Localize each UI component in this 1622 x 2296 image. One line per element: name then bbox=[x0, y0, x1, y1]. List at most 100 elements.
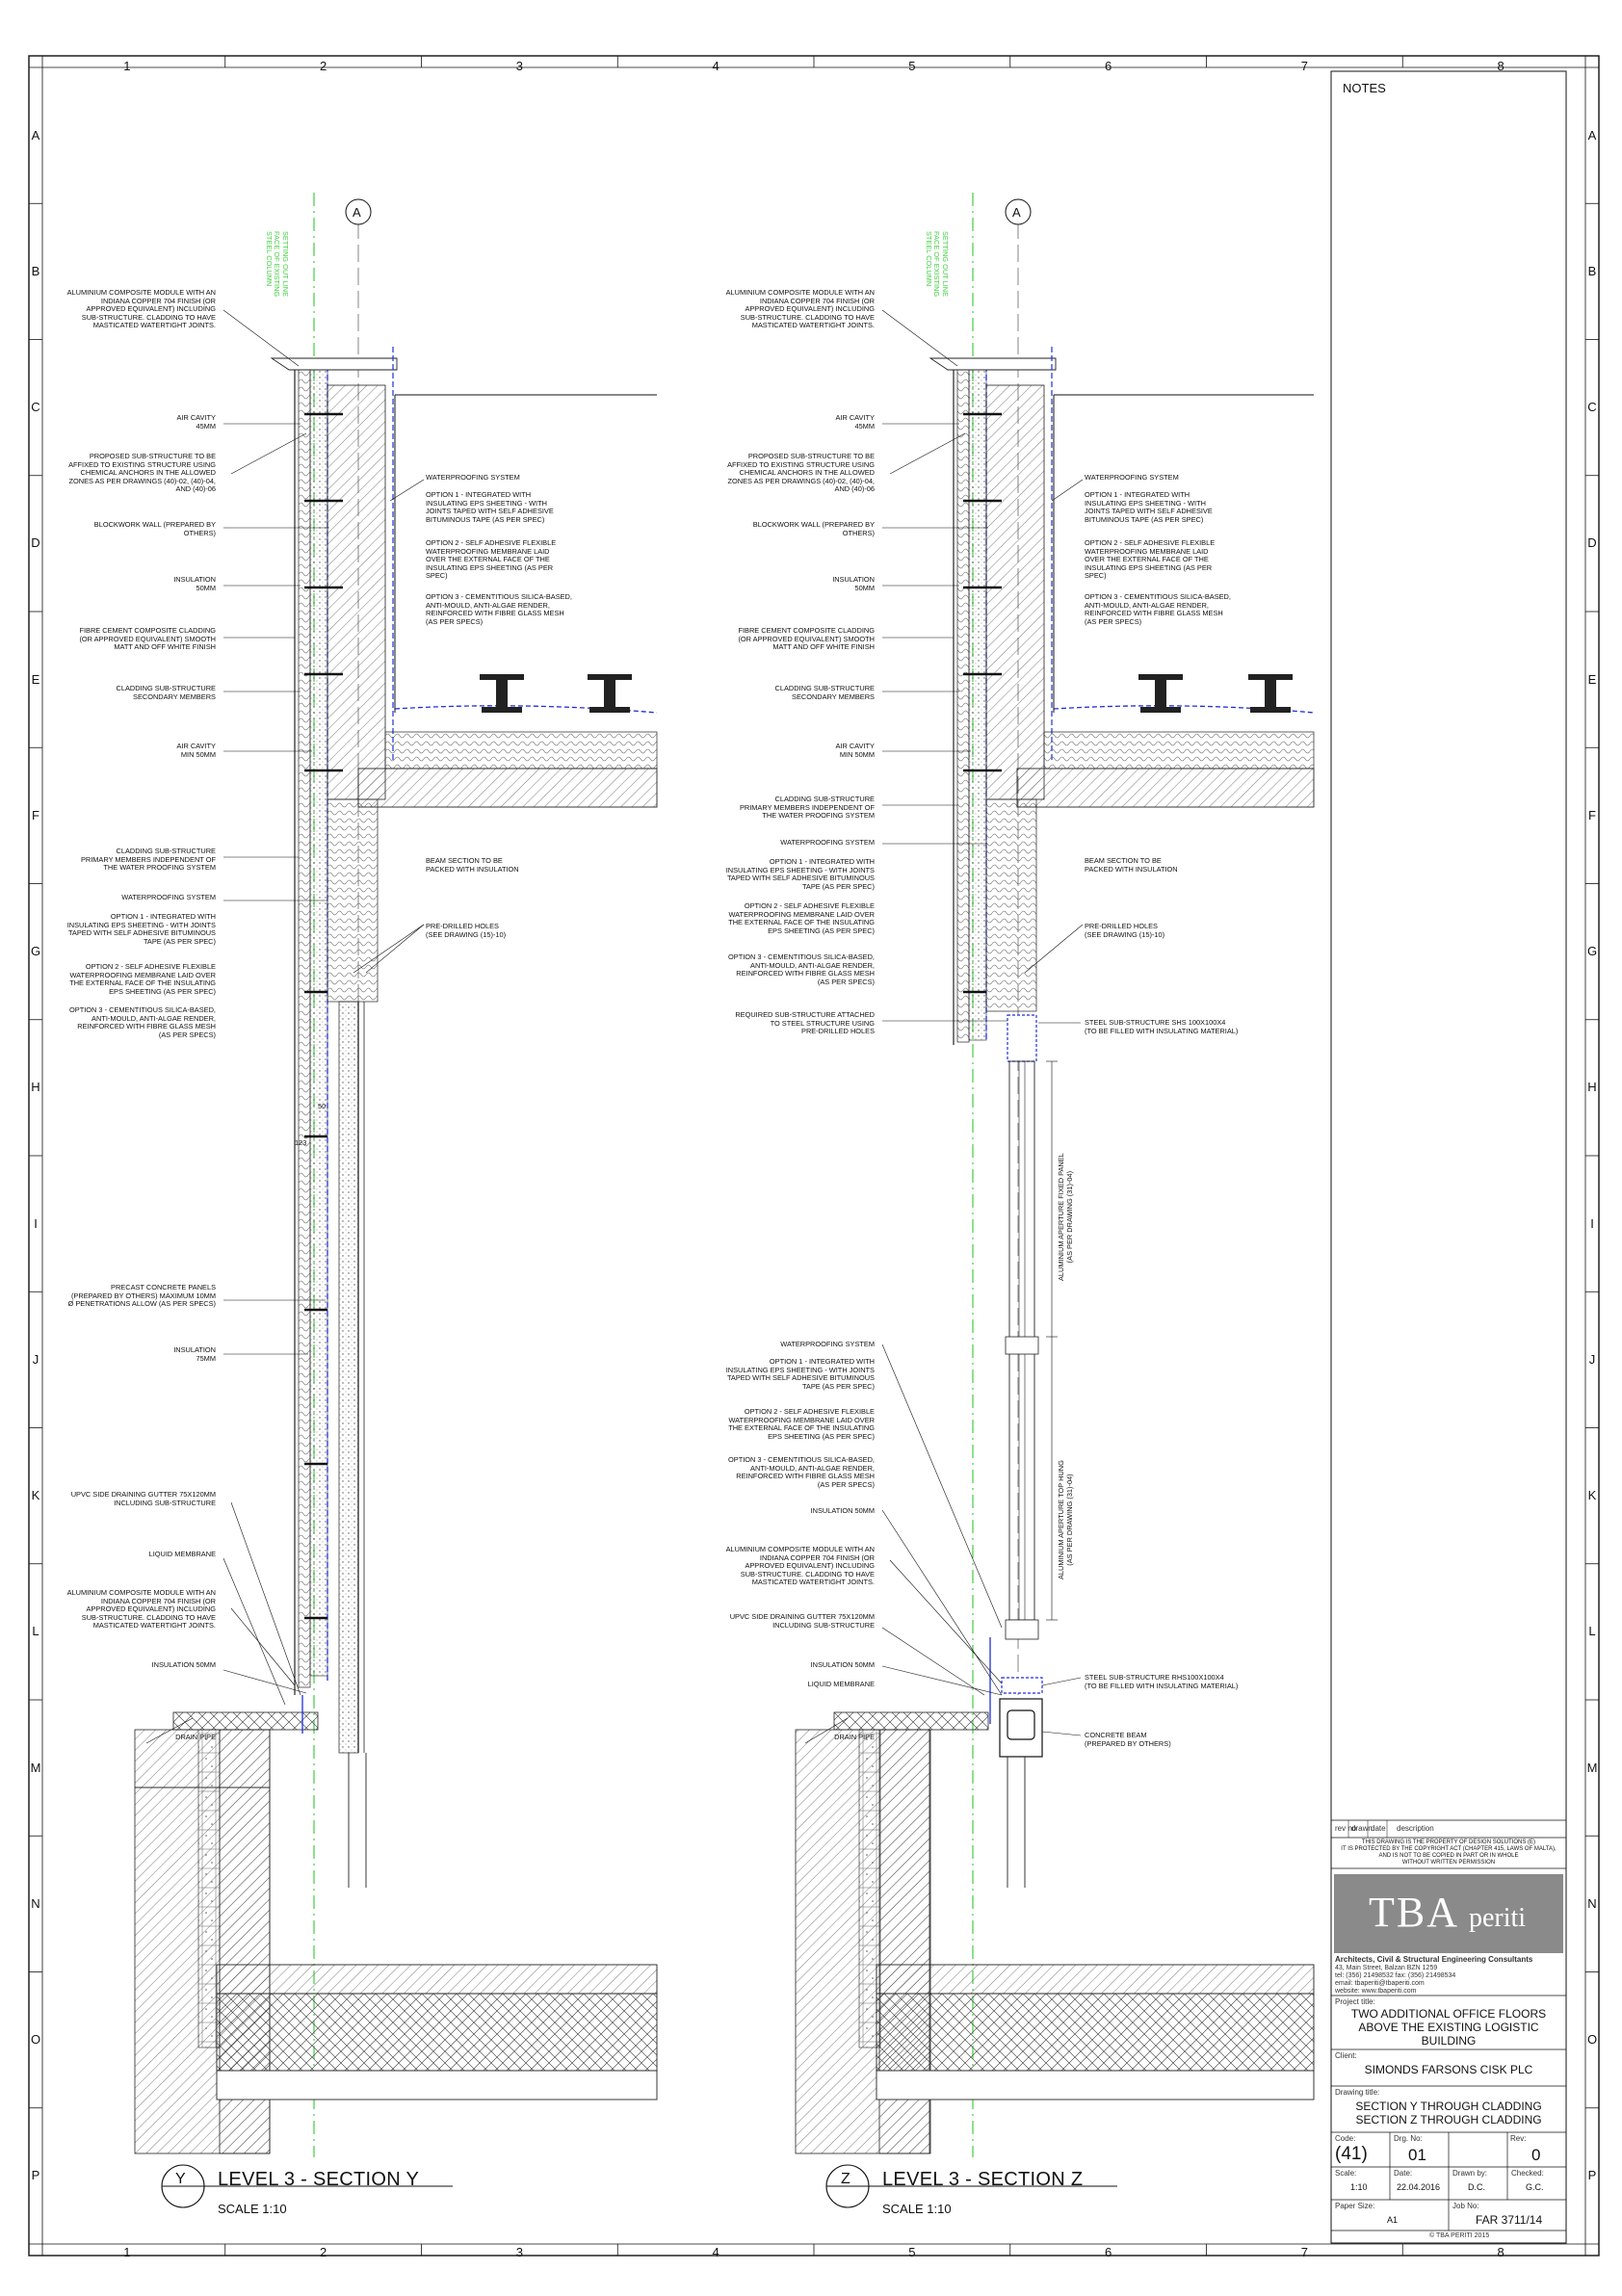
section-z-left-label-8: CLADDING SUB-STRUCTURE PRIMARY MEMBERS I… bbox=[739, 795, 875, 821]
section-y-drawing bbox=[134, 193, 658, 2157]
section-y-left-label-8: CLADDING SUB-STRUCTURE PRIMARY MEMBERS I… bbox=[80, 847, 216, 873]
grid-row-right-N: N bbox=[1587, 1895, 1597, 1911]
grid-row-left-E: E bbox=[31, 671, 40, 687]
section-z-left-label-15: OPTION 1 - INTEGRATED WITH INSULATING EP… bbox=[725, 1357, 875, 1391]
section-z-left-label-11: OPTION 2 - SELF ADHESIVE FLEXIBLE WATERP… bbox=[728, 901, 875, 935]
section-z-right-label-8: CONCRETE BEAM (PREPARED BY OTHERS) bbox=[1085, 1731, 1171, 1748]
grid-col-bottom-1: 1 bbox=[123, 2245, 131, 2259]
section-y-left-label-9: WATERPROOFING SYSTEM bbox=[121, 893, 216, 901]
project-label: Project title: bbox=[1335, 1997, 1375, 2006]
firm-logo: TBA periti bbox=[1334, 1874, 1563, 1953]
firm-address: 43, Main Street, Balzan BZN 1259 bbox=[1335, 1965, 1438, 1971]
firm-tagline: Architects, Civil & Structural Engineeri… bbox=[1335, 1955, 1533, 1964]
paper-label: Paper Size: bbox=[1335, 2202, 1375, 2210]
section-z-left-label-19: ALUMINIUM COMPOSITE MODULE WITH AN INDIA… bbox=[725, 1545, 875, 1587]
section-z-scale: SCALE 1:10 bbox=[882, 2202, 952, 2216]
checked-label: Checked: bbox=[1511, 2169, 1544, 2178]
section-y-right-label-5: PRE-DRILLED HOLES (SEE DRAWING (15)-10) bbox=[426, 922, 507, 939]
grid-row-left-B: B bbox=[31, 263, 40, 278]
section-y-left-label-19: DRAIN PIPE bbox=[175, 1733, 216, 1741]
drawn-label: Drawn by: bbox=[1452, 2169, 1488, 2178]
firm-web: website: www.tbaperiti.com bbox=[1335, 1988, 1417, 1995]
section-z-left-label-14: WATERPROOFING SYSTEM bbox=[780, 1340, 875, 1348]
section-z-left-label-10: OPTION 1 - INTEGRATED WITH INSULATING EP… bbox=[725, 857, 875, 891]
section-z-left-label-12: OPTION 3 - CEMENTITIOUS SILICA-BASED, AN… bbox=[728, 952, 875, 986]
section-z-left-label-6: CLADDING SUB-STRUCTURE SECONDARY MEMBERS bbox=[774, 684, 875, 701]
section-y-title: LEVEL 3 - SECTION Y bbox=[218, 2169, 420, 2190]
rev-value: 0 bbox=[1531, 2146, 1541, 2164]
section-z-left-label-4: INSULATION 50mm bbox=[832, 575, 875, 592]
section-y-right-label-2: OPTION 2 - SELF ADHESIVE FLEXIBLE WATERP… bbox=[426, 538, 557, 581]
client-label: Client: bbox=[1335, 2051, 1357, 2060]
scale-label: Scale: bbox=[1335, 2169, 1357, 2178]
grid-row-right-O: O bbox=[1586, 2032, 1598, 2048]
section-z-right-label-2: OPTION 2 - SELF ADHESIVE FLEXIBLE WATERP… bbox=[1085, 538, 1216, 581]
section-z-left-label-16: OPTION 2 - SELF ADHESIVE FLEXIBLE WATERP… bbox=[728, 1407, 875, 1441]
drawing-title-label: Drawing title: bbox=[1335, 2088, 1380, 2097]
setting-out-label-y: SETTING OUT LINE FACE OF EXISTING STEEL … bbox=[264, 231, 290, 298]
grid-col-top-7: 7 bbox=[1300, 59, 1308, 73]
section-z-right-label-1: OPTION 1 - INTEGRATED WITH INSULATING EP… bbox=[1085, 490, 1213, 524]
section-z-left-label-5: FIBRE CEMENT COMPOSITE CLADDING (OR APPR… bbox=[738, 626, 875, 652]
grid-col-top-4: 4 bbox=[712, 59, 719, 73]
section-y-left-label-4: INSULATION 50mm bbox=[173, 575, 216, 592]
grid-row-right-E: E bbox=[1587, 671, 1597, 687]
setting-out-label-z: SETTING OUT LINE FACE OF EXISTING STEEL … bbox=[924, 231, 950, 298]
code-label: Code: bbox=[1335, 2134, 1356, 2143]
grid-row-left-M: M bbox=[30, 1760, 41, 1775]
date-label: Date: bbox=[1394, 2169, 1413, 2178]
grid-row-left-G: G bbox=[30, 944, 41, 959]
section-y-right-label-4: BEAM SECTION TO BE PACKED WITH INSULATIO… bbox=[426, 856, 519, 874]
grid-row-left-N: N bbox=[31, 1895, 40, 1911]
section-z-left-label-0: ALUMINIUM COMPOSITE MODULE WITH AN INDIA… bbox=[725, 288, 875, 330]
section-y-left-label-16: LIQUID MEMBRANE bbox=[148, 1550, 216, 1558]
project-title: TWO ADDITIONAL OFFICE FLOORS ABOVE THE E… bbox=[1350, 2007, 1547, 2048]
section-z-right-label-5: PRE-DRILLED HOLES (SEE DRAWING (15)-10) bbox=[1085, 922, 1165, 939]
section-y-right-label-0: WATERPROOFING SYSTEM bbox=[426, 473, 520, 482]
drg-label: Drg. No: bbox=[1394, 2134, 1423, 2143]
vertical-label-fixed-panel: ALUMINIUM APERTURE FIXED PANEL (AS PER D… bbox=[1057, 1153, 1074, 1281]
section-markers bbox=[161, 2164, 1117, 2208]
job-label: Job No: bbox=[1452, 2202, 1479, 2210]
grid-row-right-H: H bbox=[1587, 1080, 1597, 1095]
section-z-right-label-6: STEEL SUB-STRUCTURE SHS 100x100X4 (TO BE… bbox=[1085, 1018, 1239, 1035]
rev-header-description: description bbox=[1397, 1824, 1434, 1833]
section-z-left-label-20: UPVC SIDE DRAINING GUTTER 75x120mm INCLU… bbox=[729, 1612, 875, 1630]
grid-row-left-F: F bbox=[32, 807, 39, 822]
grid-col-bottom-2: 2 bbox=[320, 2245, 327, 2259]
section-z-right-label-3: OPTION 3 - CEMENTITIOUS SILICA-BASED, AN… bbox=[1085, 592, 1231, 626]
grid-row-left-J: J bbox=[32, 1351, 39, 1367]
section-z-left-label-17: OPTION 3 - CEMENTITIOUS SILICA-BASED, AN… bbox=[728, 1455, 875, 1489]
dim-123: 123 bbox=[295, 1138, 307, 1147]
gridline-tag-y: A bbox=[353, 205, 361, 220]
client-name: SIMONDS FARSONS CISK PLC bbox=[1364, 2063, 1533, 2076]
grid-row-right-K: K bbox=[1587, 1488, 1597, 1503]
section-z-title: LEVEL 3 - SECTION Z bbox=[882, 2169, 1084, 2190]
grid-col-top-3: 3 bbox=[515, 59, 523, 73]
grid-row-left-L: L bbox=[32, 1624, 39, 1639]
section-y-right-label-3: OPTION 3 - CEMENTITIOUS SILICA-BASED, AN… bbox=[426, 592, 572, 626]
section-z-left-label-21: INSULATION 50mm bbox=[810, 1660, 875, 1669]
copyright-note: THIS DRAWING IS THE PROPERTY OF DESIGN S… bbox=[1341, 1839, 1557, 1866]
grid-row-right-L: L bbox=[1588, 1624, 1596, 1639]
grid-row-left-O: O bbox=[30, 2032, 41, 2048]
grid-col-bottom-7: 7 bbox=[1300, 2245, 1308, 2259]
grid-col-top-1: 1 bbox=[123, 59, 131, 73]
section-z-left-label-1: AIR CAVITY 45mm bbox=[835, 413, 875, 430]
section-z-left-label-18: INSULATION 50mm bbox=[810, 1506, 875, 1515]
grid-row-left-K: K bbox=[31, 1488, 40, 1503]
grid-col-bottom-6: 6 bbox=[1105, 2245, 1112, 2259]
grid-row-left-P: P bbox=[31, 2168, 40, 2183]
section-z-drawing bbox=[795, 193, 1315, 2157]
grid-col-bottom-4: 4 bbox=[712, 2245, 719, 2259]
section-y-left-label-7: AIR CAVITY MIN 50mm bbox=[176, 742, 216, 759]
grid-row-left-D: D bbox=[31, 535, 40, 551]
grid-col-top-5: 5 bbox=[908, 59, 916, 73]
drg-value: 01 bbox=[1408, 2146, 1426, 2164]
grid-row-right-D: D bbox=[1587, 535, 1597, 551]
section-y-left-label-17: ALUMINIUM COMPOSITE MODULE WITH AN INDIA… bbox=[66, 1588, 216, 1631]
section-z-right-label-0: WATERPROOFING SYSTEM bbox=[1085, 473, 1179, 482]
grid-col-bottom-8: 8 bbox=[1497, 2245, 1504, 2259]
section-y-left-label-15: UPVC SIDE DRAINING GUTTER 75x120mm INCLU… bbox=[70, 1490, 216, 1507]
section-y-left-label-1: AIR CAVITY 45mm bbox=[176, 413, 216, 430]
